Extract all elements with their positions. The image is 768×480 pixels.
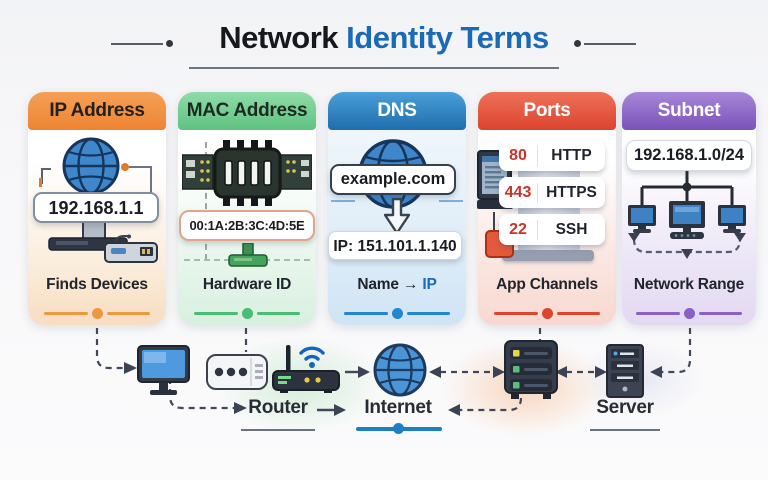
card-footer [194, 308, 300, 319]
card-mac-address-caption: Hardware ID [202, 276, 292, 293]
footer-line [106, 312, 150, 315]
footer-dot [541, 308, 553, 319]
port-service: HTTPS [546, 183, 597, 201]
card-ip-address-caption: Finds Devices [46, 276, 148, 293]
footer-dot [391, 308, 403, 319]
card-footer [344, 308, 450, 319]
dashed-line-vertical [205, 142, 207, 260]
port-row-http: 80 HTTP [499, 140, 605, 171]
internet-dot [393, 423, 404, 434]
router-label: Router [248, 397, 308, 418]
modem-icon [206, 354, 268, 390]
divider [537, 145, 538, 166]
port-service: SSH [555, 220, 588, 238]
divider [537, 219, 538, 240]
wifi-router-icon [272, 338, 340, 394]
connector-lines [95, 328, 692, 416]
dns-caption-arrow: → [402, 276, 419, 293]
decor-line-left [331, 200, 355, 202]
router-underline [241, 429, 315, 431]
title-ornament-dot-right [574, 40, 581, 47]
card-footer [494, 308, 600, 319]
port-row-ssh: 22 SSH [499, 214, 605, 245]
port-number: 22 [509, 220, 527, 238]
card-mac-address-title: MAC Address [178, 92, 316, 130]
title-ornament-line-right [584, 43, 636, 45]
title-underline [189, 67, 559, 69]
dns-caption-name: Name [357, 276, 399, 293]
title-part-blue: Identity Terms [346, 20, 549, 55]
internet-label: Internet [364, 397, 432, 418]
connector-decor-left [39, 168, 51, 187]
port-number: 443 [504, 183, 532, 201]
card-dns-title: DNS [328, 92, 466, 130]
footer-dot [241, 308, 253, 319]
card-subnet-title: Subnet [622, 92, 756, 130]
internet-globe-icon [372, 342, 428, 398]
card-subnet: Subnet 192.168.1.0/24 [622, 92, 756, 325]
title-ornament-dot-left [166, 40, 173, 47]
server-label: Server [596, 397, 654, 418]
port-row-https: 443 HTTPS [499, 177, 605, 208]
card-ports: Ports 80 HTTP 443 HTTP [477, 92, 616, 325]
subnet-value: 192.168.1.0/24 [626, 140, 752, 171]
dns-domain-value: example.com [330, 164, 456, 195]
server-rack-icon [504, 340, 558, 400]
card-ports-caption: App Channels [496, 276, 598, 293]
desktop-monitor-icon [137, 345, 190, 397]
footer-line [494, 312, 538, 315]
card-footer [636, 308, 742, 319]
network-chip-icon [181, 140, 313, 206]
footer-line [44, 312, 88, 315]
footer-dot [683, 308, 695, 319]
divider [537, 182, 538, 203]
card-dns: DNS example.com IP: 151.101.1.140 Name →… [328, 92, 466, 325]
title-ornament-line-left [111, 43, 163, 45]
decor-line-right [439, 200, 463, 202]
footer-line [698, 312, 742, 315]
down-arrow-icon [383, 197, 411, 235]
port-number: 80 [509, 146, 527, 164]
page-title: Network Identity Terms [0, 20, 768, 56]
footer-line [194, 312, 238, 315]
dns-caption-ip: IP [422, 276, 437, 293]
title-part-black: Network [219, 20, 339, 55]
card-dns-caption: Name → IP [328, 276, 466, 294]
dns-resolved-ip-value: IP: 151.101.1.140 [328, 231, 462, 260]
card-ip-address: IP Address 192.168.1.1 [28, 92, 166, 325]
globe-icon [57, 136, 125, 198]
card-mac-address: MAC Address [178, 92, 316, 325]
mac-address-value: 00:1A:2B:3C:4D:5E [179, 210, 315, 241]
pedestal-icon [228, 242, 268, 269]
computer-tree-icon [626, 171, 752, 271]
ip-address-value: 192.168.1.1 [33, 192, 159, 223]
footer-dot [91, 308, 103, 319]
card-ports-title: Ports [478, 92, 616, 130]
card-ip-address-title: IP Address [28, 92, 166, 130]
card-footer [44, 308, 150, 319]
port-service: HTTP [551, 146, 592, 164]
connector-decor-right [121, 163, 152, 194]
footer-line [636, 312, 680, 315]
footer-line [256, 312, 300, 315]
footer-line [344, 312, 388, 315]
footer-line [556, 312, 600, 315]
server-pillar-base [502, 250, 594, 261]
card-subnet-caption: Network Range [633, 276, 745, 293]
server-tower-icon [606, 344, 644, 398]
footer-line [406, 312, 450, 315]
server-underline [590, 429, 660, 431]
device-modem-icon [104, 234, 160, 264]
